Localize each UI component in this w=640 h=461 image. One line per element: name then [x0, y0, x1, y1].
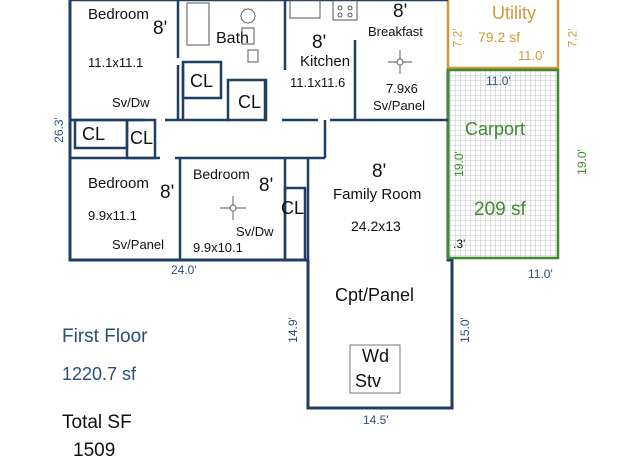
- wood-stove: [349, 344, 401, 394]
- bedroom2-ceiling: 8': [160, 182, 175, 203]
- utility-width: 11.0': [518, 48, 545, 63]
- bedroom1-name: Bedroom: [88, 6, 149, 23]
- floor-label: First Floor: [62, 326, 148, 347]
- bedroom3-panel: Sv/Dw: [236, 224, 274, 239]
- carport-top-width: 11.0': [486, 74, 511, 88]
- bedroom2-panel: Sv/Panel: [112, 237, 165, 252]
- closet-label: CL: [82, 124, 106, 144]
- bedroom1-ceiling: 8': [153, 18, 168, 39]
- ceiling-fan-bedroom: [220, 196, 246, 220]
- bedroom3-ceiling: 8': [259, 175, 274, 196]
- dim-left-height: 26.3': [51, 117, 66, 143]
- breakfast-panel: Sv/Panel: [373, 98, 426, 113]
- utility-height-left: 7.2': [450, 28, 465, 48]
- carport-height-right: 19.0': [574, 149, 589, 175]
- bedroom2-size: 9.9x11.1: [88, 208, 137, 223]
- bedroom1-size: 11.1x11.1: [88, 55, 144, 70]
- family-room-ceiling: 8': [372, 161, 387, 182]
- utility-name: Utility: [492, 3, 536, 23]
- breakfast-size: 7.9x6: [386, 81, 418, 96]
- bedroom2-name: Bedroom: [88, 175, 149, 192]
- dim-den-left: 14.9': [285, 317, 300, 343]
- carport-bottom-width: 11.0': [528, 267, 553, 281]
- breakfast-ceiling: 8': [393, 1, 408, 22]
- bedroom1-panel: Sv/Dw: [112, 95, 150, 110]
- utility-height-right: 7.2': [565, 28, 580, 48]
- family-room-name: Family Room: [333, 186, 422, 203]
- kitchen-ceiling: 8': [312, 32, 327, 53]
- carport-height-left: 19.0': [451, 151, 466, 177]
- closet-label: CL: [238, 92, 262, 112]
- dim-den-right: 15.0': [457, 317, 472, 343]
- closet-label: CL: [190, 71, 214, 91]
- bedroom3-size: 9.9x10.1: [193, 240, 243, 255]
- bedroom3-name: Bedroom: [193, 166, 250, 182]
- ceiling-fan-breakfast: [388, 50, 412, 74]
- breakfast-name: Breakfast: [368, 24, 423, 39]
- wood-stove-line1: Wd: [362, 346, 389, 366]
- kitchen-name: Kitchen: [300, 53, 351, 70]
- dim-bottom-width: 24.0': [171, 263, 197, 277]
- total-sf-label: Total SF: [62, 412, 132, 433]
- carport-area: [446, 68, 560, 260]
- carport-area: 209 sf: [474, 199, 526, 220]
- den-panel: Cpt/Panel: [335, 285, 415, 305]
- utility-room: [446, 0, 560, 70]
- kitchen-size: 11.1x11.6: [290, 75, 346, 90]
- fixtures: [186, 0, 358, 63]
- bath-name: Bath: [216, 30, 249, 47]
- interior-walls: [70, 0, 448, 262]
- carport-name: Carport: [465, 119, 526, 139]
- total-sf-value: 1509: [73, 440, 116, 461]
- wood-stove-line2: Stv: [355, 371, 382, 391]
- floor-area: 1220.7 sf: [62, 364, 137, 384]
- closet-label: CL: [130, 128, 154, 148]
- closet-label: CL: [281, 198, 305, 218]
- family-room-size: 24.2x13: [351, 218, 401, 234]
- carport-corner: .3': [453, 237, 466, 251]
- utility-area: 79.2 sf: [478, 29, 521, 45]
- dim-den-bottom: 14.5': [363, 413, 389, 427]
